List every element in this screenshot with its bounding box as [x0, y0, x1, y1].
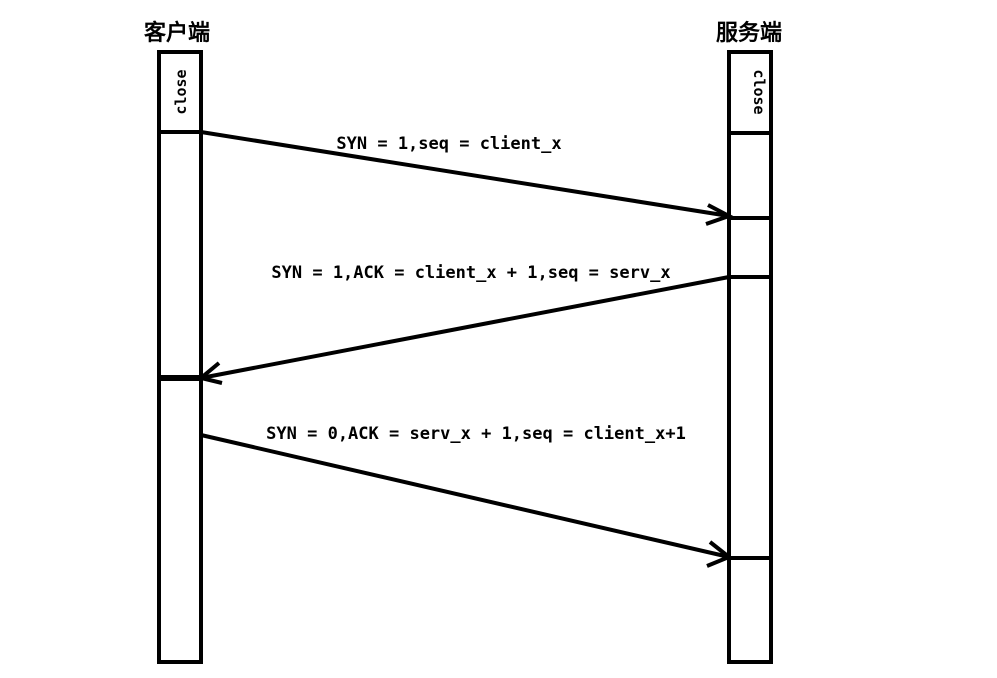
client-title: 客户端 [144, 20, 210, 46]
message-ack-arrowhead [706, 540, 733, 568]
server-title: 服务端 [716, 21, 782, 46]
message-syn: SYN = 1,seq = client_x [200, 130, 735, 226]
client-lane: 客户端 close [144, 20, 210, 664]
server-state-label: close [750, 69, 768, 114]
message-syn-arrow [200, 130, 730, 218]
message-syn-arrowhead [705, 203, 735, 226]
message-syn-ack: SYN = 1,ACK = client_x + 1,seq = serv_x [196, 263, 730, 385]
message-ack-label: SYN = 0,ACK = serv_x + 1,seq = client_x+… [266, 424, 686, 444]
message-syn-ack-arrowhead [196, 361, 223, 385]
message-syn-ack-arrow [200, 275, 730, 380]
client-state-label: close [172, 69, 190, 114]
server-lane: 服务端 close [716, 21, 782, 664]
server-lifeline [727, 50, 773, 664]
message-ack: SYN = 0,ACK = serv_x + 1,seq = client_x+… [200, 424, 733, 568]
message-ack-arrow [200, 433, 730, 559]
client-lifeline [157, 50, 203, 664]
message-syn-ack-label: SYN = 1,ACK = client_x + 1,seq = serv_x [271, 263, 670, 283]
message-syn-label: SYN = 1,seq = client_x [336, 134, 561, 154]
